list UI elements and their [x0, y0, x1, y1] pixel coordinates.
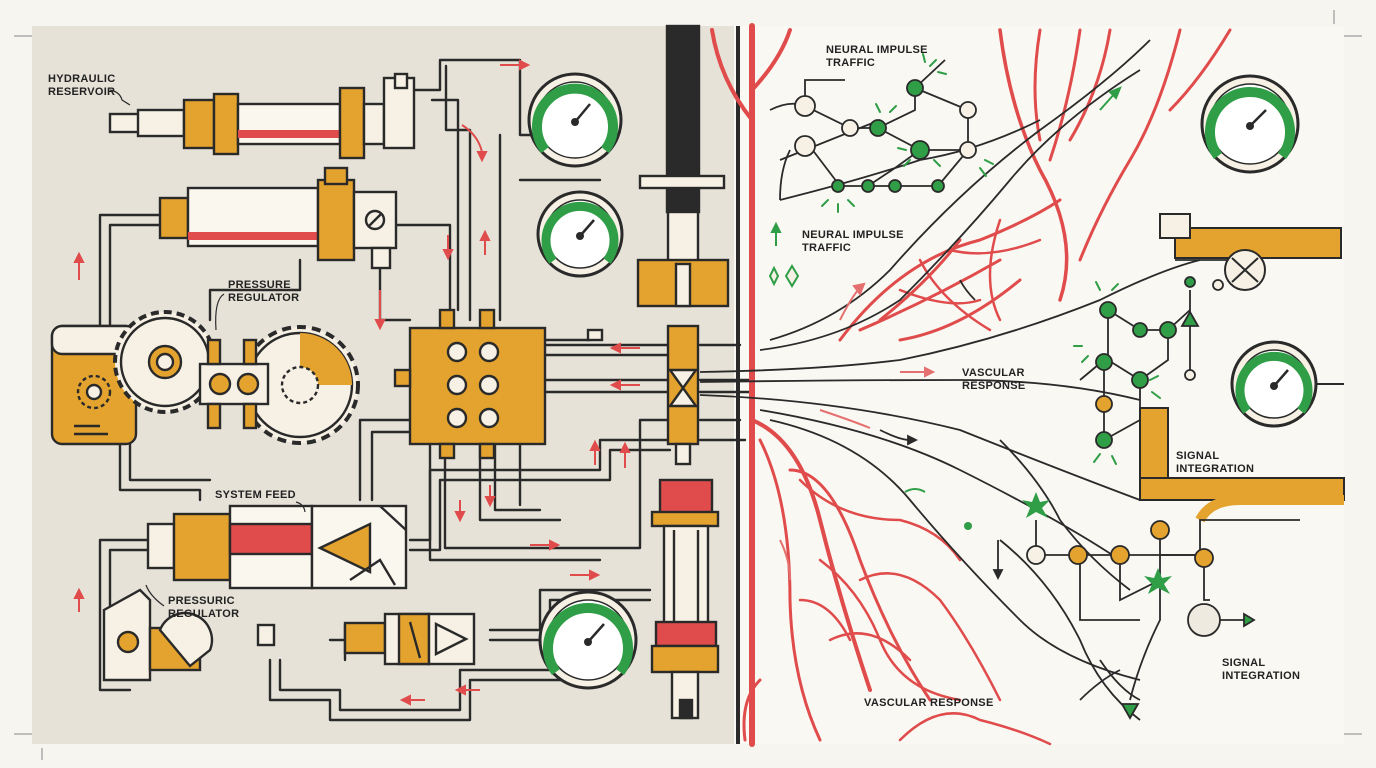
label-neural-impulse-top: NEURAL IMPULSE TRAFFIC	[826, 44, 928, 69]
directional-valve	[343, 612, 476, 666]
gear-left	[113, 310, 217, 414]
svg-text:REGULATOR: REGULATOR	[168, 608, 239, 620]
neural-nodes-bottom	[1026, 520, 1256, 720]
svg-text:INTEGRATION: INTEGRATION	[1222, 670, 1300, 682]
label-system-feed: SYSTEM FEED	[215, 489, 306, 513]
label-hydraulic-reservoir: HYDRAULIC RESERVOIR	[48, 73, 131, 106]
svg-text:HYDRAULIC: HYDRAULIC	[48, 73, 115, 85]
label-signal-integration-bottom: SIGNAL INTEGRATION	[1222, 657, 1300, 682]
crop-marks	[14, 10, 1362, 760]
svg-text:INTEGRATION: INTEGRATION	[1176, 463, 1254, 475]
pressure-gauge-4	[1200, 74, 1300, 174]
pressure-cylinder	[158, 166, 398, 270]
svg-text:SIGNAL: SIGNAL	[1222, 657, 1265, 669]
hydraulic-column	[636, 24, 730, 720]
label-pressure-regulator-top: PRESSURE REGULATOR	[215, 279, 299, 331]
svg-text:NEURAL IMPULSE: NEURAL IMPULSE	[802, 229, 904, 241]
pressure-gauge-5	[1230, 340, 1344, 428]
system-feed-cylinder	[146, 504, 408, 590]
pipe-network	[98, 58, 752, 722]
neural-nodes-right	[1095, 276, 1224, 449]
svg-text:SYSTEM FEED: SYSTEM FEED	[215, 489, 296, 501]
svg-text:VASCULAR: VASCULAR	[962, 367, 1025, 379]
svg-text:PRESSURIC: PRESSURIC	[168, 595, 235, 607]
svg-text:PRESSURE: PRESSURE	[228, 279, 291, 291]
bio-flow-arrows	[779, 282, 936, 581]
svg-text:VASCULAR RESPONSE: VASCULAR RESPONSE	[864, 697, 994, 709]
signal-arrows	[879, 279, 1004, 581]
blood-vessels	[710, 23, 1232, 747]
impulse-markers	[768, 86, 1122, 288]
svg-text:RESPONSE: RESPONSE	[962, 380, 1026, 392]
label-neural-impulse-mid: NEURAL IMPULSE TRAFFIC	[802, 229, 904, 254]
svg-text:RESERVOIR: RESERVOIR	[48, 86, 115, 98]
hydraulic-reservoir-cylinder	[108, 72, 416, 160]
signal-integration-bus	[1139, 213, 1345, 523]
nerve-bundle	[699, 39, 1201, 721]
svg-text:NEURAL IMPULSE: NEURAL IMPULSE	[826, 44, 928, 56]
label-vascular-response-mid: VASCULAR RESPONSE	[962, 367, 1026, 392]
svg-text:TRAFFIC: TRAFFIC	[826, 57, 875, 69]
pressure-regulator-lower	[102, 588, 276, 682]
pressure-gauge-2	[536, 190, 624, 278]
pressure-gauge-1	[527, 72, 623, 168]
svg-text:SIGNAL: SIGNAL	[1176, 450, 1219, 462]
svg-text:REGULATOR: REGULATOR	[228, 292, 299, 304]
pressure-gauge-3	[538, 590, 638, 690]
green-stars	[904, 488, 1172, 594]
label-vascular-response-bottom: VASCULAR RESPONSE	[864, 697, 994, 709]
impulse-sparks	[821, 53, 1161, 465]
pressure-regulator-valve	[198, 338, 270, 430]
svg-text:TRAFFIC: TRAFFIC	[802, 242, 851, 254]
label-signal-integration-mid: SIGNAL INTEGRATION	[1176, 450, 1254, 475]
neural-nodes-top	[794, 79, 977, 193]
label-pressure-regulator-bottom: PRESSURIC REGULATOR	[145, 584, 239, 620]
central-manifold	[393, 308, 604, 460]
flow-arrows	[73, 59, 640, 706]
